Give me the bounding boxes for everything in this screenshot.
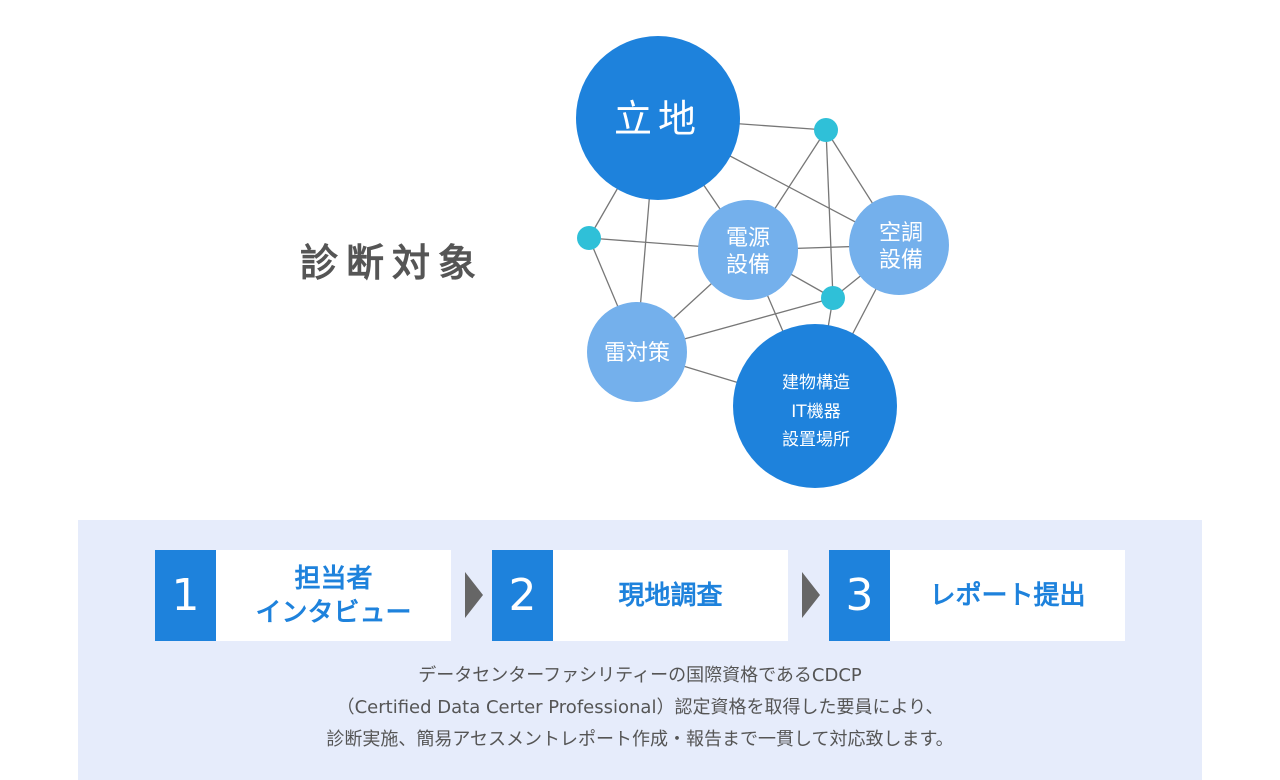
diagnosis-target-title: 診断対象 xyxy=(300,241,485,285)
node-power: 電源 設備 xyxy=(698,200,798,300)
chevron-right-icon xyxy=(465,572,483,618)
svg-text:建物構造: 建物構造 xyxy=(782,373,850,393)
node-hvac: 空調 設備 xyxy=(849,195,949,295)
node-location: 立地 xyxy=(576,36,740,200)
step-label: 担当者 インタビュー xyxy=(255,563,412,628)
step-interview: 1 担当者 インタビュー xyxy=(155,550,451,641)
step-label: 現地調査 xyxy=(618,580,723,611)
svg-text:IT機器: IT機器 xyxy=(791,402,840,422)
step-label: レポート提出 xyxy=(929,580,1086,611)
svg-text:設備: 設備 xyxy=(726,253,770,278)
svg-text:設備: 設備 xyxy=(879,248,923,273)
svg-text:設置場所: 設置場所 xyxy=(782,430,850,450)
network-diagram: 立地 電源 設備 空調 設備 雷対策 建物構造 IT機器 設置場所 xyxy=(576,36,949,488)
step-report: 3 レポート提出 xyxy=(829,550,1125,641)
node-dot xyxy=(577,226,601,250)
step-number: 3 xyxy=(829,550,890,641)
step-site-survey: 2 現地調査 xyxy=(492,550,788,641)
node-dot xyxy=(821,286,845,310)
description-line: （Certified Data Certer Professional）認定資格… xyxy=(336,697,944,718)
description: データセンターファシリティーの国際資格であるCDCP （Certified Da… xyxy=(78,660,1202,756)
svg-text:雷対策: 雷対策 xyxy=(604,341,670,366)
node-building: 建物構造 IT機器 設置場所 xyxy=(733,324,897,488)
step-number: 2 xyxy=(492,550,553,641)
description-line: データセンターファシリティーの国際資格であるCDCP xyxy=(418,665,862,686)
node-lightning: 雷対策 xyxy=(587,302,687,402)
svg-text:空調: 空調 xyxy=(879,221,923,246)
step-number: 1 xyxy=(155,550,216,641)
description-line: 診断実施、簡易アセスメントレポート作成・報告まで一貫して対応致します。 xyxy=(326,729,954,750)
chevron-right-icon xyxy=(802,572,820,618)
node-dot xyxy=(814,118,838,142)
process-panel: 1 担当者 インタビュー 2 現地調査 3 レポート提出 データセンターファシリ… xyxy=(78,520,1202,780)
svg-text:立地: 立地 xyxy=(614,97,702,141)
svg-text:電源: 電源 xyxy=(726,226,770,251)
